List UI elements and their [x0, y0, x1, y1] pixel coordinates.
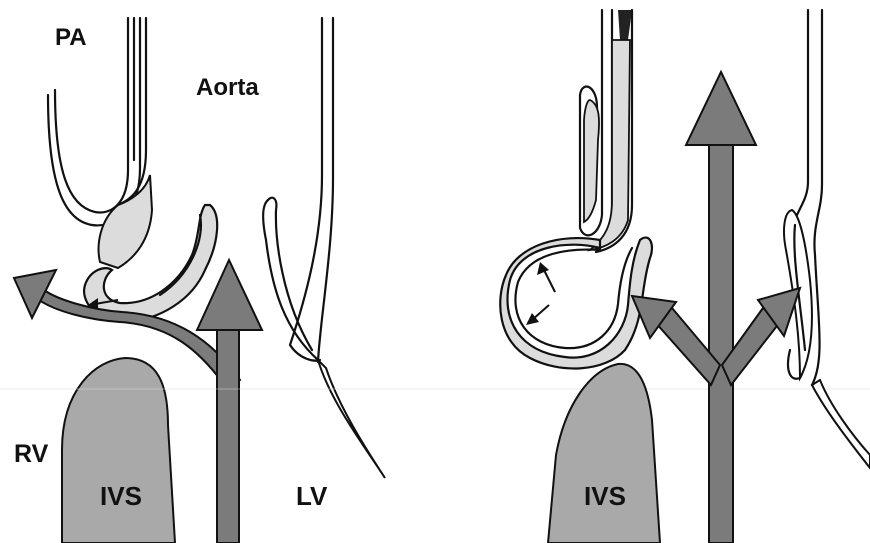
pouch-arrow-1-head — [537, 262, 549, 275]
central-flow-arrow-head — [686, 72, 756, 145]
pa-wall-line-2 — [118, 18, 146, 205]
right-lv-wall-inner — [812, 10, 822, 385]
label-pa: PA — [55, 24, 87, 51]
aortic-cusp-right-tip — [268, 198, 312, 350]
aneurysm-pouch-inner — [515, 248, 632, 348]
label-lv: LV — [296, 481, 328, 511]
right-upper-wall-cap — [618, 10, 632, 40]
label-ivs-left: IVS — [100, 481, 142, 511]
tissue-strip-right-inner — [584, 100, 599, 222]
right-mitral-leaflet — [812, 380, 870, 468]
right-panel: IVS — [500, 10, 870, 543]
left-panel: PA Aorta RV IVS LV — [14, 18, 385, 543]
label-ivs-right: IVS — [584, 481, 626, 511]
central-flow-arrow-shaft — [709, 140, 733, 543]
ivs-septum-right — [548, 364, 660, 543]
mitral-leaflet — [318, 360, 385, 478]
label-rv: RV — [14, 440, 49, 468]
label-aorta: Aorta — [196, 74, 259, 101]
ivs-septum-left — [62, 358, 175, 543]
lvot-flow-arrow-shaft — [217, 325, 239, 543]
lv-wall-outer — [290, 18, 322, 361]
lv-wall-inner — [318, 18, 333, 362]
lvot-flow-arrow-head — [197, 260, 262, 330]
